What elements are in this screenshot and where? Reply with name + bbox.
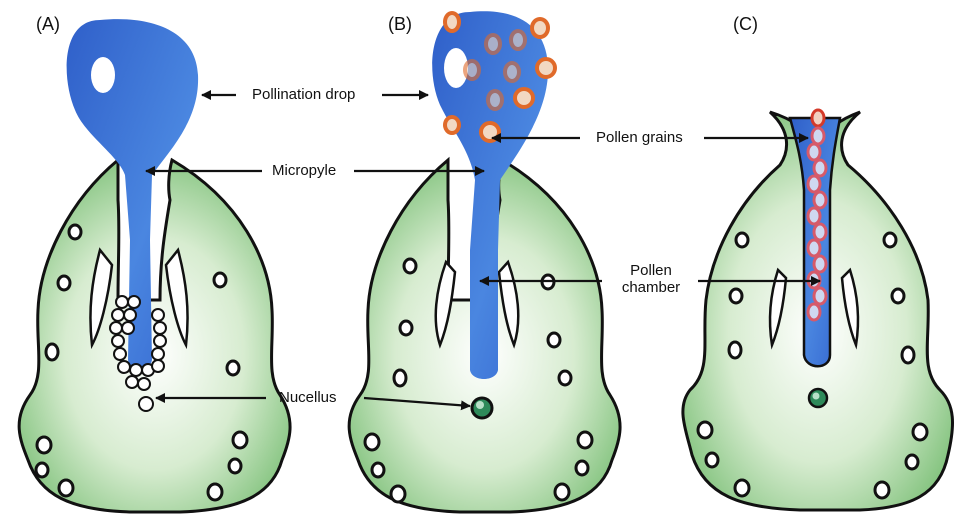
ovule-a	[19, 19, 290, 512]
panel-label-c: (C)	[733, 14, 758, 35]
label-pollination-drop: Pollination drop	[252, 86, 355, 103]
ovule-b	[349, 11, 620, 512]
integument-a	[19, 160, 290, 512]
panel-label-a: (A)	[36, 14, 60, 35]
label-pollen-grains: Pollen grains	[596, 129, 683, 146]
label-nucellus: Nucellus	[279, 389, 337, 406]
label-pollen-chamber-line1: Pollen	[612, 262, 690, 279]
label-pollen-chamber: Pollen chamber	[612, 262, 690, 296]
drop-highlight-a	[91, 57, 115, 93]
ovule-c	[683, 110, 953, 510]
panel-label-b: (B)	[388, 14, 412, 35]
label-micropyle: Micropyle	[272, 162, 336, 179]
label-pollen-chamber-line2: chamber	[612, 279, 690, 296]
